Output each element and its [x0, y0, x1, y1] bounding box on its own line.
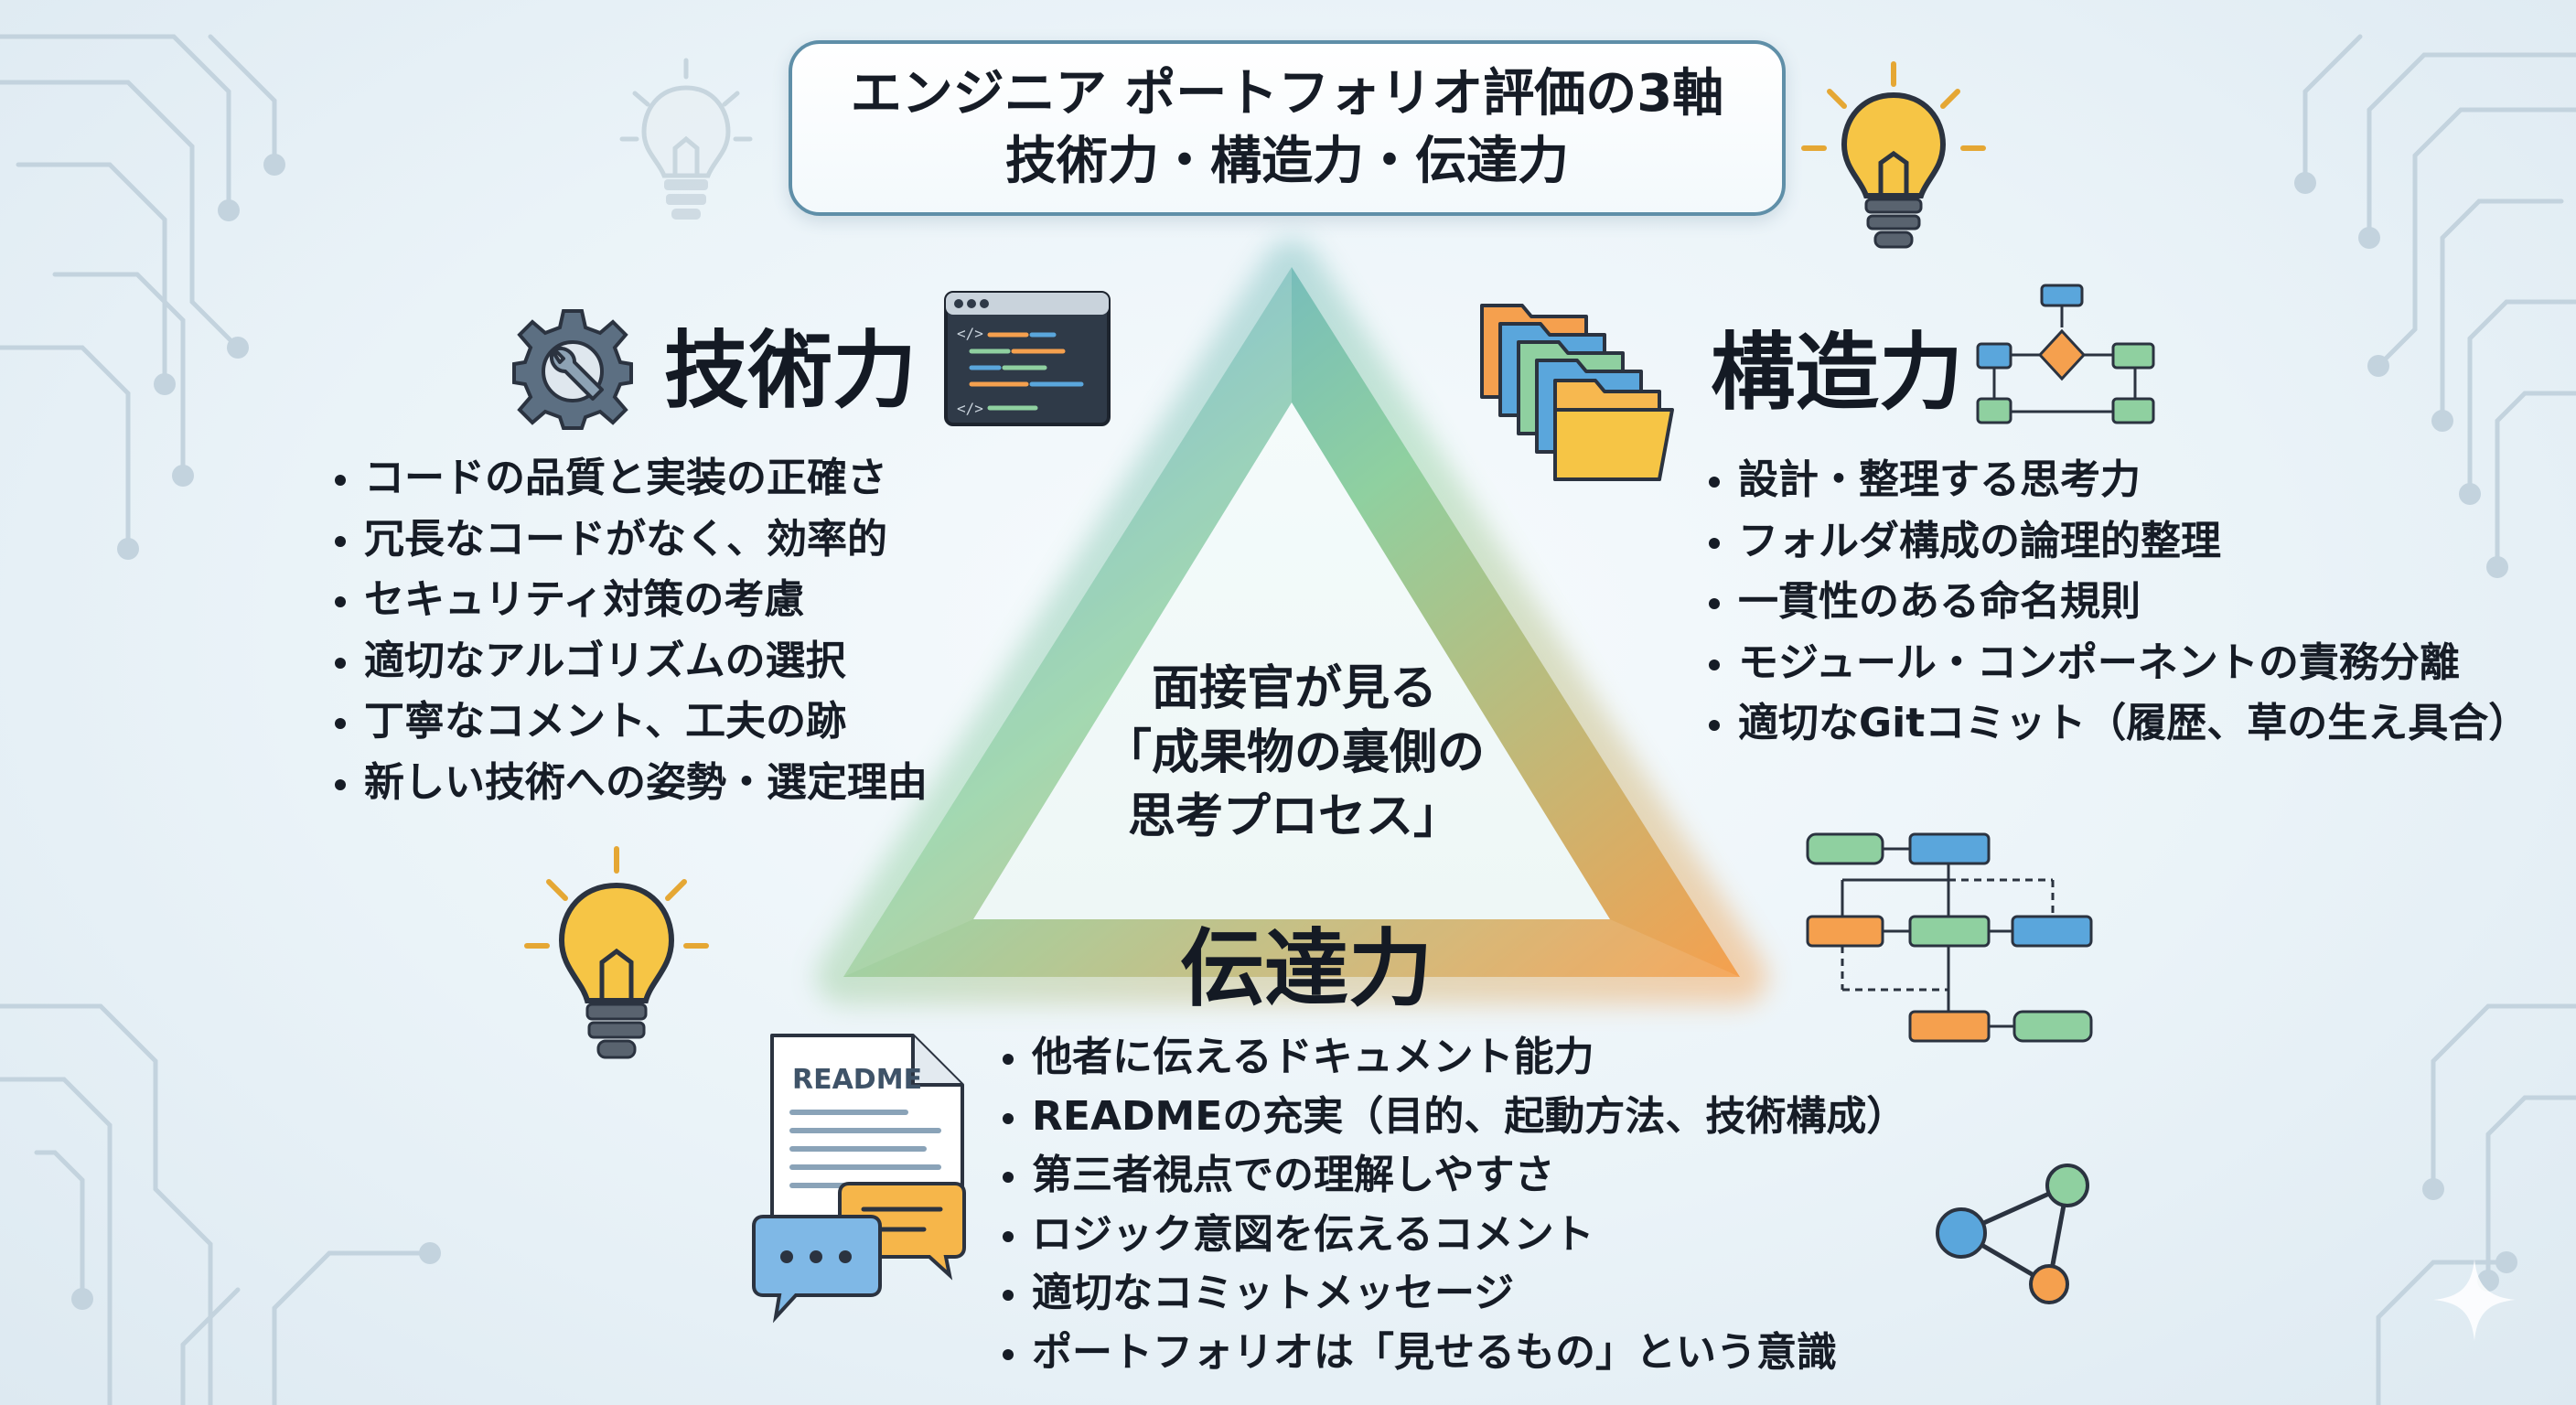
- readme-document-icon: README: [770, 1034, 964, 1231]
- list-item: 冗長なコードがなく、効率的: [329, 509, 928, 571]
- structural-list: 設計・整理する思考力 フォルダ構成の論理的整理 一貫性のある命名規則 モジュール…: [1703, 450, 2528, 755]
- list-item: フォルダ構成の論理的整理: [1703, 511, 2528, 573]
- folders-icon: [1480, 304, 1674, 481]
- heading-communication: 伝達力: [1180, 920, 1433, 1018]
- center-message: 面接官が見る 「成果物の裏側の 思考プロセス」: [1061, 657, 1528, 849]
- list-item: 新しい技術への姿勢・選定理由: [329, 753, 928, 814]
- lightbulb-icon: [1801, 61, 1986, 249]
- central-triangle: [816, 240, 1767, 1004]
- lightbulb-icon: [619, 58, 753, 220]
- list-item: 適切なGitコミット（履歴、草の生え具合）: [1703, 693, 2528, 755]
- gear-wrench-icon: [512, 309, 633, 430]
- svg-text:</>: </>: [957, 325, 983, 342]
- chat-bubbles-icon: [752, 1182, 966, 1324]
- list-item: ロジック意図を伝えるコメント: [997, 1206, 1906, 1265]
- title-box: エンジニア ポートフォリオ評価の3軸 技術力・構造力・伝達力: [789, 40, 1786, 216]
- list-item: READMEの充実（目的、起動方法、技術構成）: [997, 1088, 1906, 1147]
- list-item: 第三者視点での理解しやすさ: [997, 1146, 1906, 1206]
- list-item: モジュール・コンポーネントの責務分離: [1703, 633, 2528, 694]
- list-item: ポートフォリオは「見せるもの」という意識: [997, 1324, 1906, 1383]
- list-item: 丁寧なコメント、工夫の跡: [329, 692, 928, 753]
- readme-label: README: [792, 1064, 922, 1096]
- list-item: 設計・整理する思考力: [1703, 450, 2528, 511]
- technical-list: コードの品質と実装の正確さ 冗長なコードがなく、効率的 セキュリティ対策の考慮 …: [329, 448, 928, 813]
- list-item: コードの品質と実装の正確さ: [329, 448, 928, 509]
- sparkle-icon: [2433, 1259, 2516, 1341]
- svg-text:</>: </>: [957, 400, 983, 417]
- communication-list: 他者に伝えるドキュメント能力 READMEの充実（目的、起動方法、技術構成） 第…: [997, 1028, 1906, 1382]
- network-nodes-icon: [1936, 1164, 2089, 1304]
- center-line-3: 思考プロセス」: [1127, 789, 1461, 844]
- list-item: 適切なアルゴリズムの選択: [329, 631, 928, 692]
- flowchart-icon: [1806, 832, 2093, 1043]
- list-item: 適切なコミットメッセージ: [997, 1264, 1906, 1324]
- center-line-2: 「成果物の裏側の: [1103, 725, 1485, 780]
- list-item: セキュリティ対策の考慮: [329, 570, 928, 631]
- list-item: 他者に伝えるドキュメント能力: [997, 1028, 1906, 1088]
- title-line-1: エンジニア ポートフォリオ評価の3軸: [850, 64, 1724, 123]
- list-item: 一貫性のある命名規則: [1703, 572, 2528, 633]
- flowchart-icon: [1976, 284, 2155, 424]
- lightbulb-icon: [524, 846, 709, 1059]
- heading-technical: 技術力: [664, 322, 918, 420]
- center-line-1: 面接官が見る: [1151, 661, 1437, 716]
- code-window-icon: </> </>: [944, 291, 1111, 426]
- heading-structural: 構造力: [1711, 324, 1964, 422]
- title-line-2: 技術力・構造力・伝達力: [1005, 132, 1569, 191]
